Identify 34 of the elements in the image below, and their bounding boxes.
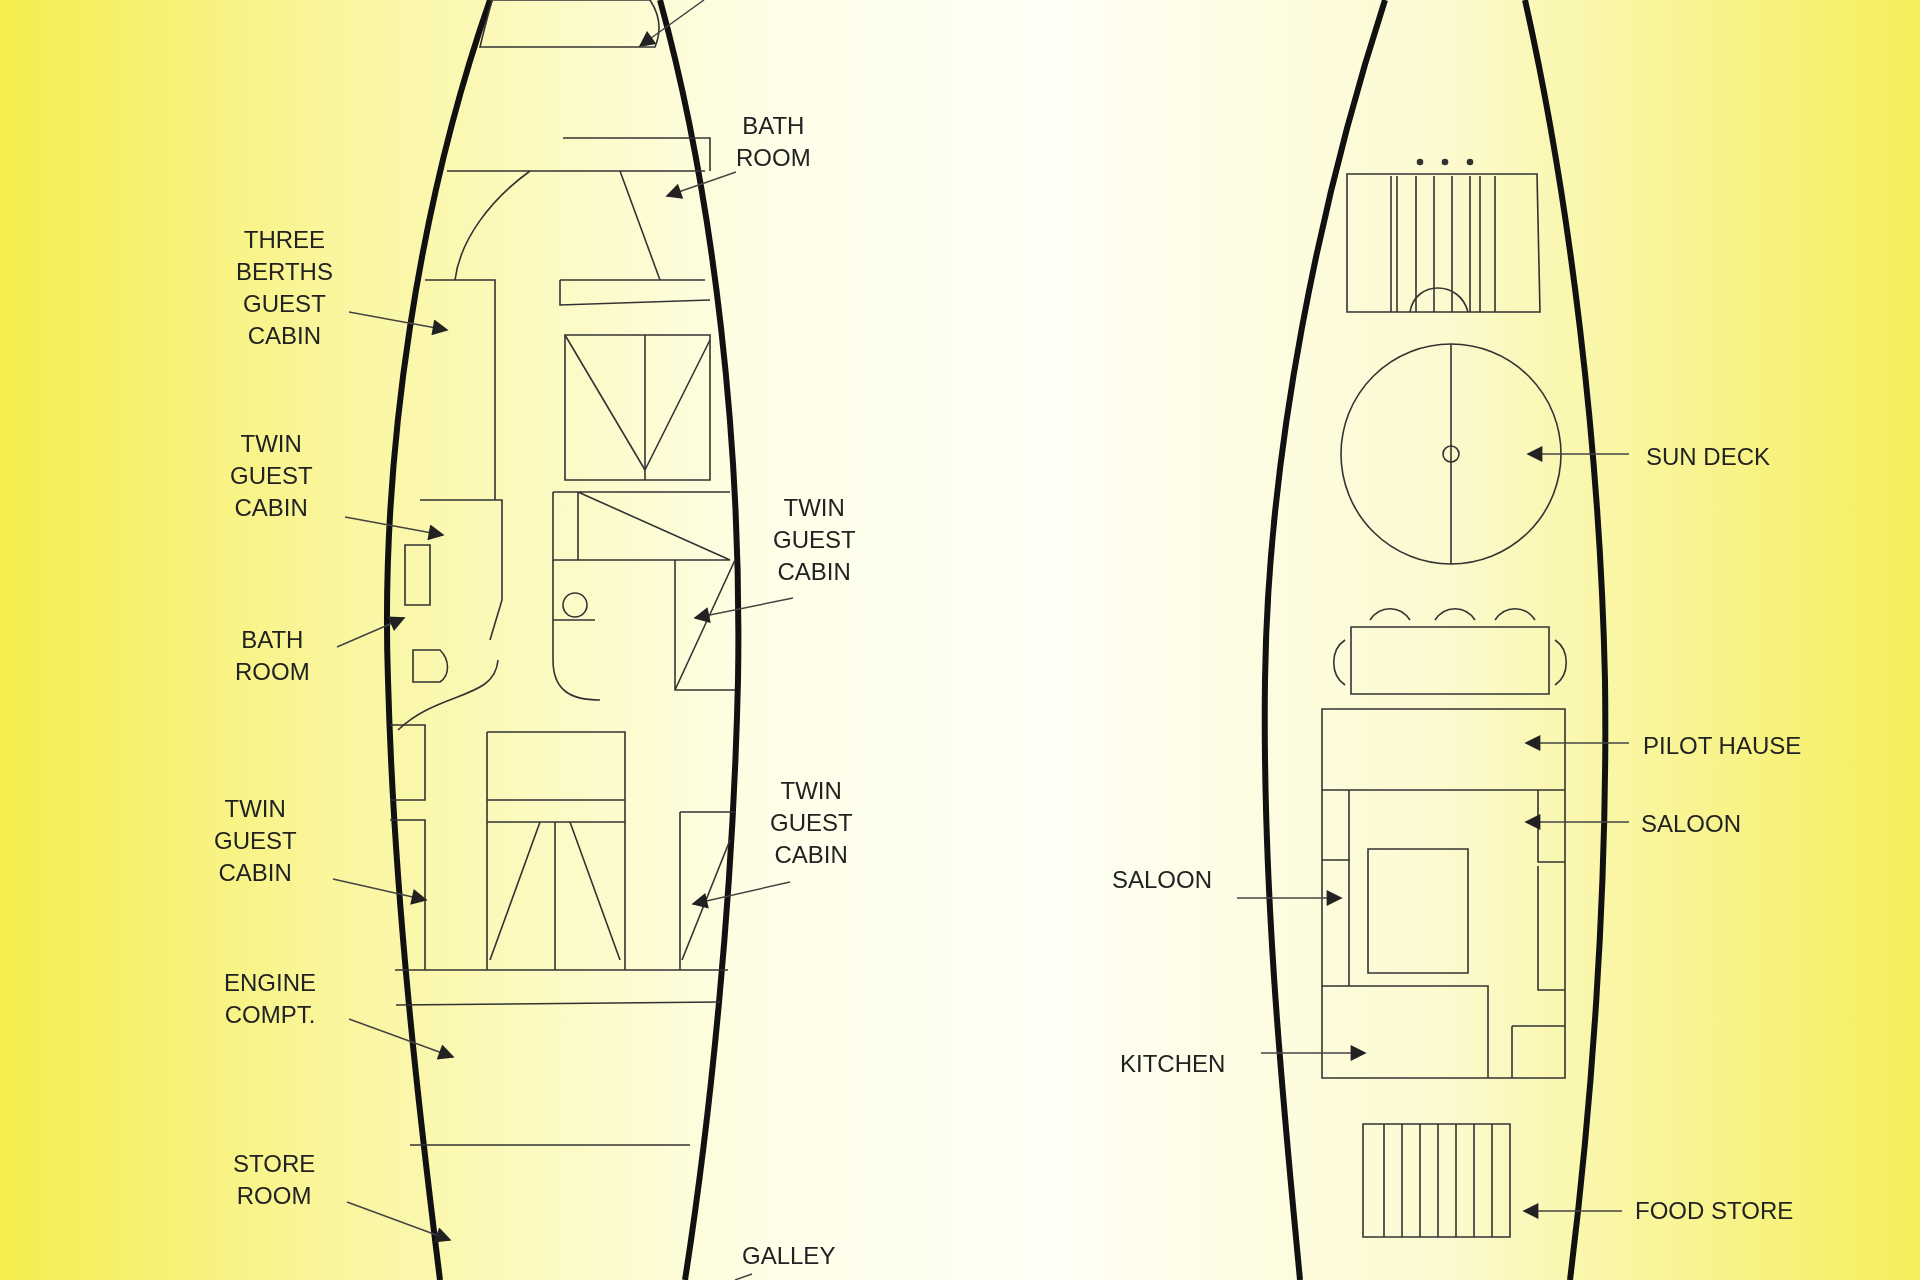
room-label: TWIN GUEST CABIN bbox=[770, 775, 853, 871]
room-label: TWIN GUEST CABIN bbox=[214, 793, 297, 889]
leader-line bbox=[346, 1201, 452, 1243]
leader-line bbox=[734, 1273, 753, 1280]
leader-line bbox=[1236, 890, 1343, 906]
leader-line bbox=[1524, 814, 1630, 830]
leader-line bbox=[1522, 1203, 1623, 1219]
room-label: SUN DECK bbox=[1646, 441, 1771, 473]
room-label: FOOD STORE bbox=[1635, 1195, 1794, 1227]
leader-line bbox=[332, 878, 428, 905]
room-label: ENGINE COMPT. bbox=[224, 967, 316, 1031]
leader-line bbox=[1524, 735, 1630, 751]
room-label: STORE ROOM bbox=[233, 1148, 316, 1212]
leader-line bbox=[1260, 1045, 1367, 1061]
room-label: TWIN GUEST CABIN bbox=[773, 492, 856, 588]
leader-line bbox=[1526, 446, 1630, 462]
room-label: BATH ROOM bbox=[235, 624, 310, 688]
leader-line bbox=[348, 311, 449, 336]
leader-line bbox=[691, 881, 791, 909]
room-label: SALOON bbox=[1112, 864, 1213, 896]
leader-line bbox=[348, 1018, 455, 1060]
room-label: KITCHEN bbox=[1120, 1048, 1226, 1080]
room-label: TWIN GUEST CABIN bbox=[230, 428, 313, 524]
leader-line bbox=[336, 616, 406, 648]
room-label: SALOON bbox=[1641, 808, 1742, 840]
leader-line bbox=[693, 597, 794, 623]
leader-line bbox=[638, 0, 705, 47]
room-label: THREE BERTHS GUEST CABIN bbox=[236, 224, 333, 352]
room-label: BATH ROOM bbox=[736, 110, 811, 174]
leader-line bbox=[665, 171, 737, 199]
forepeak-compartment bbox=[479, 0, 660, 48]
leader-line bbox=[344, 516, 445, 541]
room-label: PILOT HAUSE bbox=[1643, 730, 1802, 762]
room-label: GALLEY bbox=[742, 1240, 836, 1272]
